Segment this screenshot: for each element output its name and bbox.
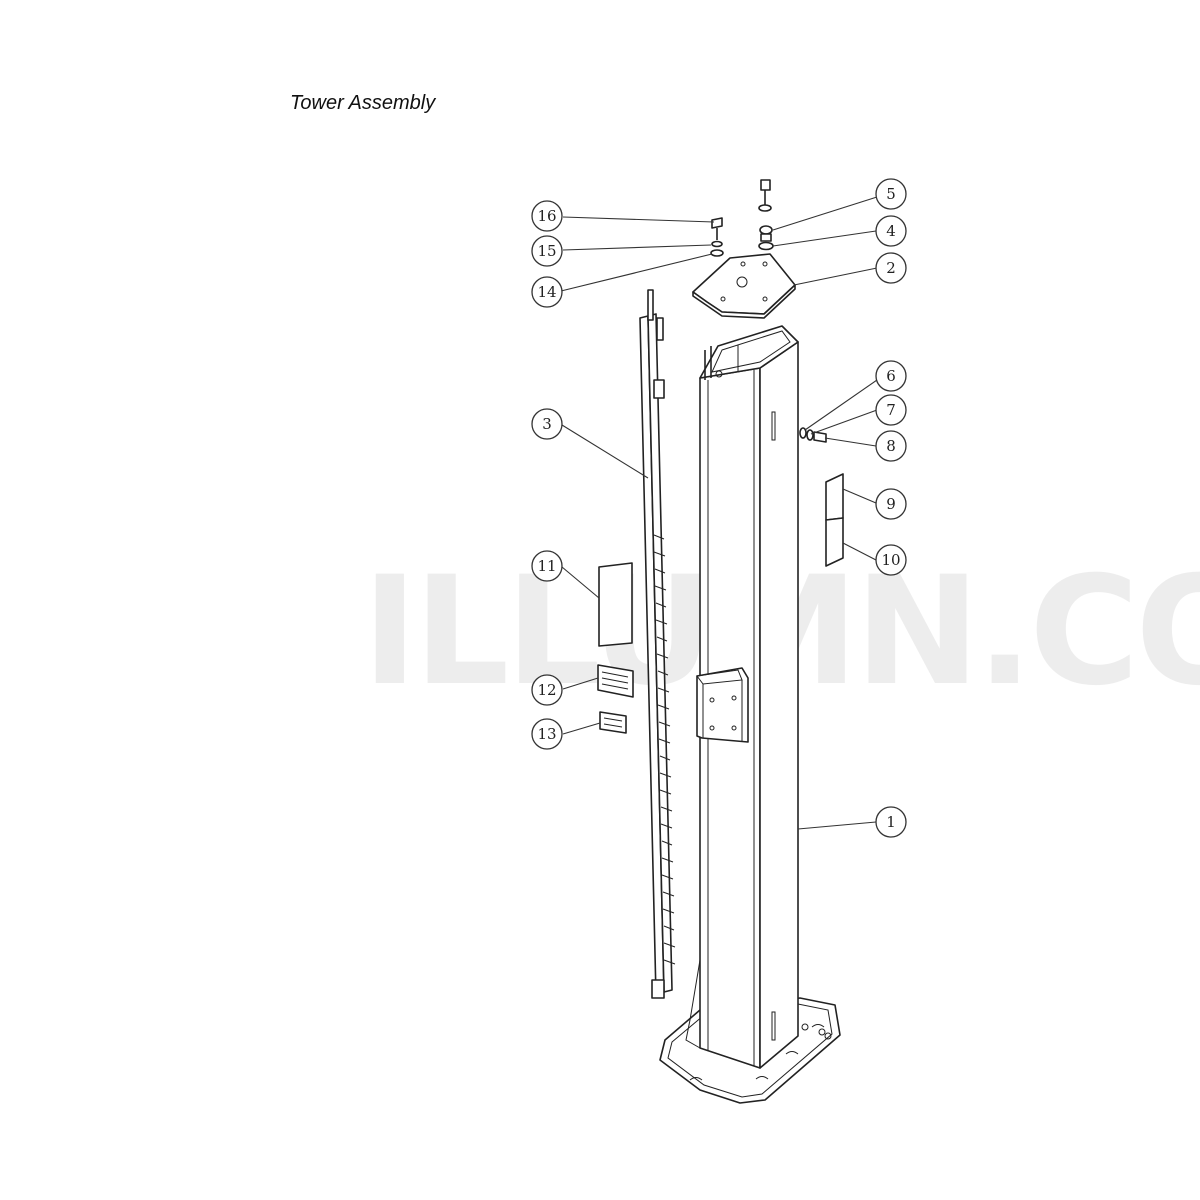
callout-5: 5: [875, 178, 907, 210]
leader-lines: [560, 196, 878, 830]
callout-14: 14: [531, 276, 563, 308]
callout-7: 7: [875, 394, 907, 426]
callout-9: 9: [875, 488, 907, 520]
callout-13-number: 13: [537, 725, 556, 743]
callout-15: 15: [531, 235, 563, 267]
callout-12-number: 12: [537, 681, 556, 699]
callout-16: 16: [531, 200, 563, 232]
latch-rungs: [653, 534, 676, 965]
callout-16-number: 16: [537, 207, 556, 225]
warning-labels-9-10: [825, 473, 844, 567]
callout-6: 6: [875, 360, 907, 392]
callout-10: 10: [875, 544, 907, 576]
name-plate-12: [597, 664, 634, 698]
cap-plate-bolt-set: [710, 217, 724, 257]
side-fasteners: [799, 427, 827, 443]
callout-2: 2: [875, 252, 907, 284]
callout-3-number: 3: [542, 415, 552, 433]
callout-6-number: 6: [886, 367, 896, 385]
callout-1: 1: [875, 806, 907, 838]
callout-8-number: 8: [886, 437, 896, 455]
callout-13: 13: [531, 718, 563, 750]
callout-14-number: 14: [537, 283, 556, 301]
callout-4-number: 4: [886, 222, 896, 240]
callout-11: 11: [531, 550, 563, 582]
callout-4: 4: [875, 215, 907, 247]
page-title: Tower Assembly: [290, 92, 436, 114]
safety-latch-ladder: [639, 289, 676, 999]
callout-9-number: 9: [886, 495, 896, 513]
callout-1-number: 1: [886, 813, 896, 831]
callout-10-number: 10: [881, 551, 900, 569]
top-cap-plate: [692, 253, 796, 319]
callout-2-number: 2: [886, 259, 896, 277]
callout-3: 3: [531, 408, 563, 440]
top-cap-fasteners: [758, 179, 774, 251]
callout-15-number: 15: [537, 242, 556, 260]
callout-12: 12: [531, 674, 563, 706]
callout-7-number: 7: [886, 401, 896, 419]
callout-5-number: 5: [886, 185, 896, 203]
label-11: [598, 562, 633, 647]
capacity-plate-13: [599, 711, 627, 734]
callout-8: 8: [875, 430, 907, 462]
tower-column: [685, 325, 799, 1069]
callout-11-number: 11: [537, 557, 556, 575]
